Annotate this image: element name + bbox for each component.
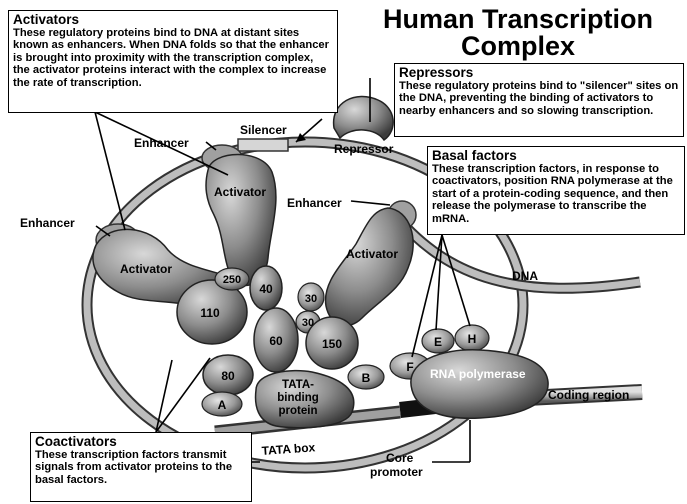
tata-binding-protein [254,369,355,429]
coactivators-text: These transcription factors transmit sig… [35,449,233,486]
subunit-110 [176,279,248,345]
basal-factors-callout: Basal factors These transcription factor… [427,146,685,235]
label-activator-top: Activator [214,185,266,199]
label-coding-region: Coding region [548,388,629,402]
label-core-1: Core [386,451,414,465]
repressors-heading: Repressors [399,65,474,80]
figure-title: Human Transcription Complex [362,6,674,60]
repressor-protein [332,95,394,142]
repressors-callout: Repressors These regulatory proteins bin… [394,63,684,137]
label-tbp-1: TATA- [282,379,314,391]
label-H: H [468,332,477,346]
label-B: B [362,371,371,385]
basal-factors-heading: Basal factors [432,148,517,163]
label-enhancer-left: Enhancer [20,216,75,230]
subunit-60 [253,307,299,373]
label-250: 250 [223,274,241,286]
label-30b: 30 [302,317,314,329]
subunit-250 [214,267,250,291]
subunit-150 [305,316,359,370]
label-activator-left: Activator [120,262,172,276]
label-60: 60 [269,334,283,348]
silencer-site [237,138,289,152]
label-110: 110 [200,306,220,320]
subunit-A [201,391,243,417]
label-silencer: Silencer [240,123,287,137]
activators-heading: Activators [13,12,80,27]
label-rna-polymerase: RNA polymerase [430,367,526,381]
label-F: F [406,360,413,374]
subunit-E [421,328,455,354]
repressors-text: These regulatory proteins bind to "silen… [399,80,679,117]
figure-title-line-1: Human Transcription [382,4,654,34]
activators-callout: Activators These regulatory proteins bin… [8,10,338,113]
label-tbp-2: binding [277,392,319,404]
label-enhancer-top: Enhancer [134,136,189,150]
label-core-2: promoter [370,465,423,479]
label-tata-box: TATA box [261,440,316,458]
label-dna: DNA [512,269,538,283]
label-E: E [434,335,442,349]
label-A: A [218,398,227,412]
subunit-40 [249,265,283,311]
coactivators-heading: Coactivators [35,434,117,449]
label-activator-right: Activator [346,247,398,261]
label-30a: 30 [305,293,317,305]
label-enhancer-mid: Enhancer [287,196,342,210]
activator-right-protein [324,207,414,327]
figure-title-line-2: Complex [460,31,576,61]
coactivators-callout: Coactivators These transcription factors… [30,432,252,502]
label-80: 80 [221,369,235,383]
subunit-B [347,364,385,390]
basal-factors-text: These transcription factors, in response… [432,163,673,225]
label-150: 150 [322,337,342,351]
label-tbp-3: protein [279,405,318,417]
activators-text: These regulatory proteins bind to DNA at… [13,27,329,89]
rna-polymerase-protein [410,349,549,420]
label-repressor: Repressor [334,142,394,156]
label-40: 40 [259,282,273,296]
repressor-arrowhead [296,133,306,142]
